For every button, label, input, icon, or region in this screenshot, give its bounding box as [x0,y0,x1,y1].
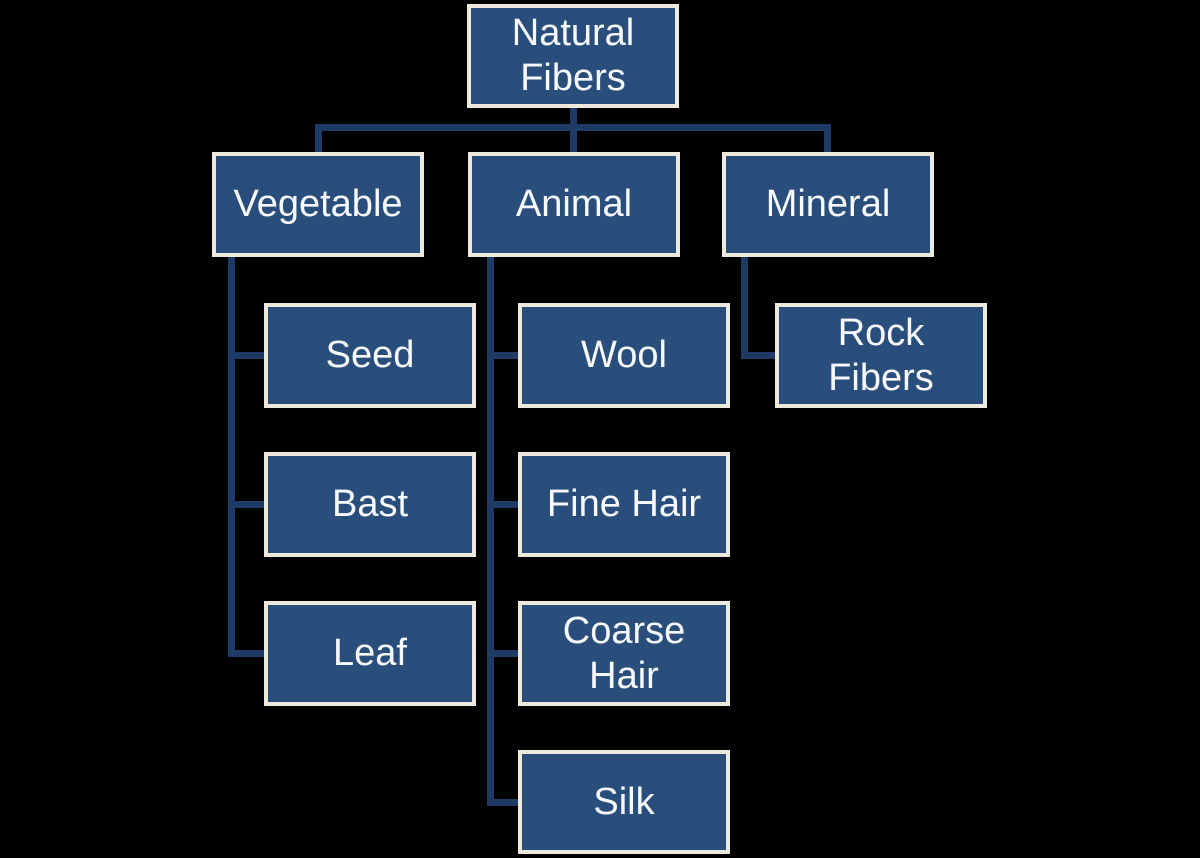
node-natural-fibers: Natural Fibers [467,4,679,108]
node-seed: Seed [264,303,476,408]
node-fine-hair: Fine Hair [518,452,730,557]
node-vegetable-label: Vegetable [233,183,403,226]
node-animal-label: Animal [515,183,633,226]
node-leaf-label: Leaf [333,632,407,675]
connector-mineral-trunk [741,256,748,359]
node-fine-hair-label: Fine Hair [546,483,702,526]
connector-stub-coarse-hair [487,650,522,657]
node-seed-label: Seed [325,334,415,377]
node-silk: Silk [518,750,730,854]
node-rock-fibers: Rock Fibers [775,303,987,408]
node-mineral: Mineral [722,152,934,257]
node-bast: Bast [264,452,476,557]
connector-stub-bast [228,501,268,508]
connector-stub-seed [228,352,268,359]
connector-stub-silk [487,799,522,806]
node-coarse-hair: Coarse Hair [518,601,730,706]
connector-stub-wool [487,352,522,359]
node-rock-fibers-label: Rock Fibers [828,311,934,399]
connector-drop-mineral [824,124,831,154]
node-wool-label: Wool [581,334,667,377]
connector-stub-rock-fibers [741,352,779,359]
connector-animal-trunk [487,256,494,806]
node-wool: Wool [518,303,730,408]
node-mineral-label: Mineral [765,183,891,226]
connector-root-stem [570,106,577,128]
connector-stub-fine-hair [487,501,522,508]
node-natural-fibers-label: Natural Fibers [511,12,635,99]
node-animal: Animal [468,152,680,257]
connector-vegetable-trunk [228,256,235,657]
node-silk-label: Silk [593,780,655,823]
connector-drop-animal [570,124,577,154]
node-leaf: Leaf [264,601,476,706]
connector-stub-leaf [228,650,268,657]
node-bast-label: Bast [331,483,409,526]
connector-drop-vegetable [315,124,322,154]
node-vegetable: Vegetable [212,152,424,257]
node-coarse-hair-label: Coarse Hair [562,609,686,697]
